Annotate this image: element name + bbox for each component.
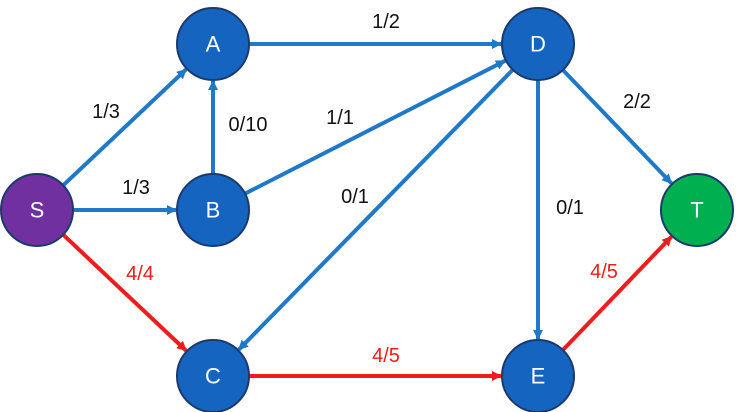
edge-d-c	[237, 68, 515, 351]
node-a: A	[176, 7, 250, 81]
node-label-b: B	[206, 198, 221, 223]
node-circle-a	[176, 7, 250, 81]
node-circle-b	[176, 173, 250, 247]
node-d: D	[501, 7, 575, 81]
edge-label-d-e: 0/1	[556, 197, 584, 219]
node-circle-d	[501, 7, 575, 81]
edge-e-t	[561, 235, 673, 352]
edge-d-t	[561, 68, 673, 185]
edge-label-d-c: 0/1	[341, 186, 369, 208]
edge-label-c-e: 4/5	[372, 345, 400, 367]
node-circle-s	[0, 173, 74, 247]
node-circle-c	[176, 339, 250, 412]
edge-label-s-b: 1/3	[122, 177, 150, 199]
node-label-a: A	[206, 32, 221, 57]
edge-label-s-a: 1/3	[92, 101, 120, 123]
edge-labels-layer: 1/3 1/3 4/4 0/10 1/2 1/1 0/1 2/2 0/1 4/5 4/5	[92, 11, 651, 367]
nodes-layer: S A B C D E T	[0, 7, 734, 412]
edges-layer	[61, 39, 673, 381]
edge-b-d	[244, 59, 506, 196]
edge-label-d-t: 2/2	[623, 91, 651, 113]
node-b: B	[176, 173, 250, 247]
edge-label-b-d: 1/1	[326, 107, 354, 129]
node-s: S	[0, 173, 74, 247]
node-circle-e	[501, 339, 575, 412]
edge-s-c	[61, 233, 188, 353]
edge-label-s-c: 4/4	[126, 263, 154, 285]
edge-label-e-t: 4/5	[590, 261, 618, 283]
edge-label-a-d: 1/2	[372, 11, 400, 33]
node-circle-t	[660, 173, 734, 247]
node-label-e: E	[531, 364, 546, 389]
node-label-d: D	[530, 32, 546, 57]
node-label-t: T	[690, 198, 703, 223]
node-c: C	[176, 339, 250, 412]
edge-label-b-a: 0/10	[229, 114, 268, 136]
edge-s-a	[61, 67, 188, 187]
node-label-s: S	[30, 198, 45, 223]
node-label-c: C	[205, 364, 221, 389]
node-e: E	[501, 339, 575, 412]
node-t: T	[660, 173, 734, 247]
